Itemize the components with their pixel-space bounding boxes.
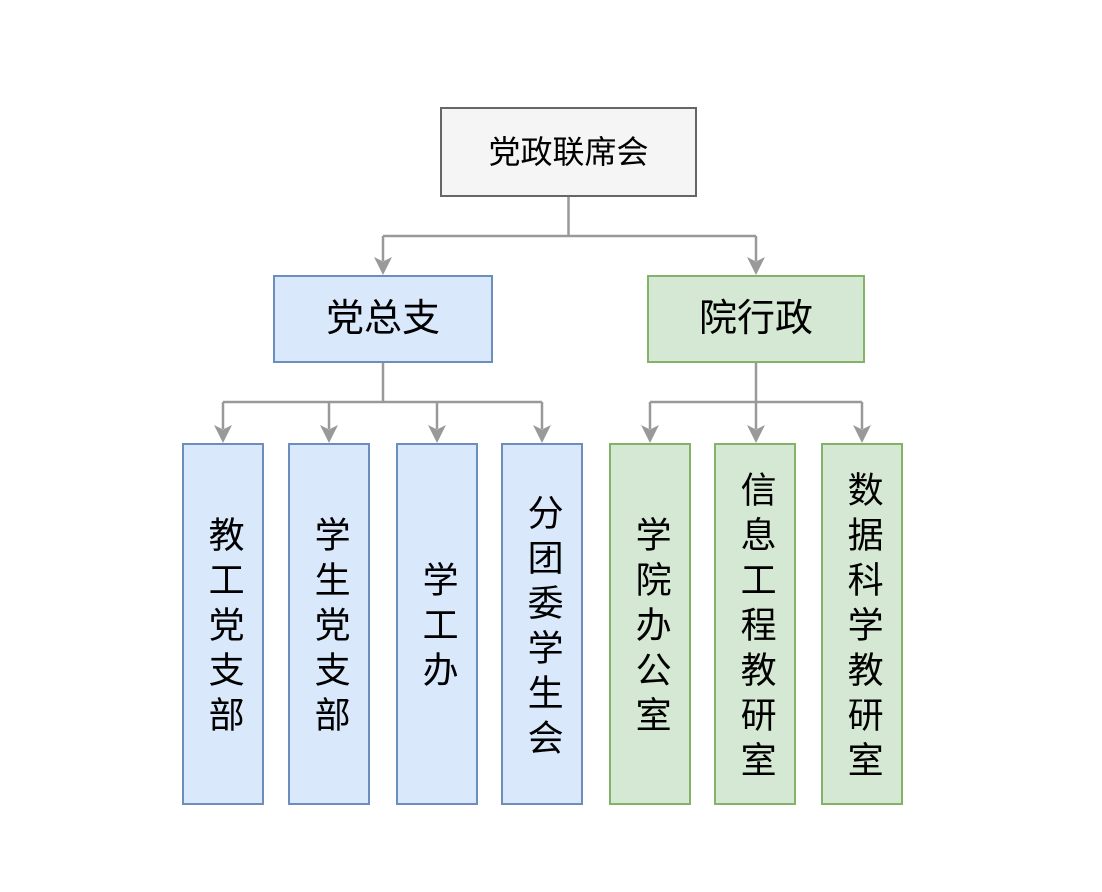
arrow-down-icon: [853, 425, 871, 443]
arrow-down-icon: [747, 257, 765, 275]
org-node-party-general-branch: 党总支: [273, 275, 493, 363]
org-node-student-party-branch-label: 学生党支部: [308, 516, 350, 741]
org-node-faculty-party-branch: 教工党支部: [182, 443, 264, 805]
arrowheads-party-branch-to-children: [214, 425, 551, 443]
org-node-college-office: 学院办公室: [609, 443, 691, 805]
org-node-youth-league-student-union-label: 分团委学生会: [521, 493, 563, 764]
arrow-down-icon: [320, 425, 338, 443]
org-node-faculty-party-branch-label: 教工党支部: [202, 516, 244, 741]
arrow-down-icon: [214, 425, 232, 443]
arrow-down-icon: [374, 257, 392, 275]
org-node-data-science-teaching-office-label: 数据科学教研室: [841, 471, 883, 786]
connector-admin-to-children: [648, 363, 864, 429]
org-node-data-science-teaching-office: 数据科学教研室: [821, 443, 903, 805]
org-node-joint-conference: 党政联席会: [440, 107, 697, 197]
org-node-info-engineering-teaching-office: 信息工程教研室: [714, 443, 796, 805]
org-node-student-affairs-office-label: 学工办: [416, 561, 458, 696]
org-node-student-affairs-office: 学工办: [396, 443, 478, 805]
arrow-down-icon: [428, 425, 446, 443]
org-node-info-engineering-teaching-office-label: 信息工程教研室: [734, 471, 776, 786]
org-node-college-administration: 院行政: [647, 275, 865, 363]
arrowheads-admin-to-children: [641, 425, 871, 443]
arrowheads-root-to-branches: [374, 257, 765, 275]
org-node-college-office-label: 学院办公室: [629, 516, 671, 741]
arrow-down-icon: [533, 425, 551, 443]
org-node-college-administration-label: 院行政: [698, 296, 813, 341]
arrow-down-icon: [641, 425, 659, 443]
connector-root-to-branches: [381, 197, 758, 261]
connector-party-branch-to-children: [221, 363, 544, 429]
org-node-student-party-branch: 学生党支部: [288, 443, 370, 805]
org-node-party-general-branch-label: 党总支: [325, 296, 440, 341]
org-node-joint-conference-label: 党政联席会: [488, 132, 649, 171]
arrow-down-icon: [747, 425, 765, 443]
org-node-youth-league-student-union: 分团委学生会: [501, 443, 583, 805]
